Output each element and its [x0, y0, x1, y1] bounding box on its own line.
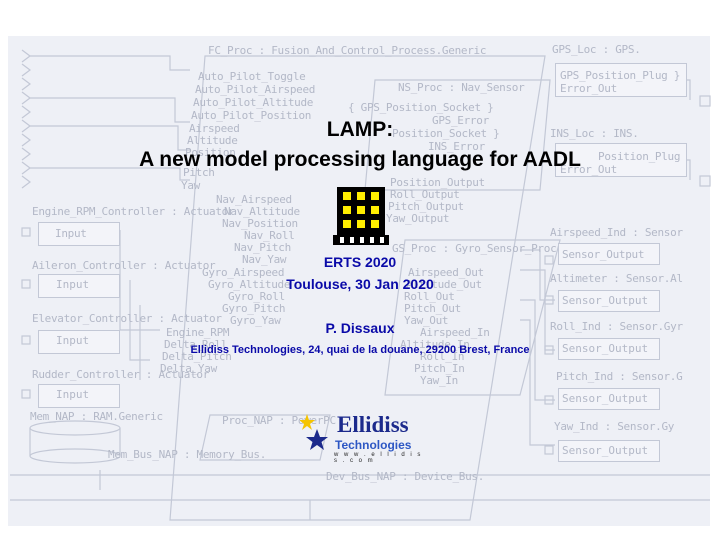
airspeed-sensor-box	[558, 243, 660, 265]
diagram-label: Nav_Yaw	[242, 253, 287, 266]
diagram-label: Nav_Roll	[244, 229, 295, 242]
diagram-label: Pitch_In	[414, 362, 465, 375]
diagram-label: Airspeed_In	[420, 326, 490, 339]
diagram-label: { GPS_Position_Socket }	[348, 101, 494, 114]
altimeter-sensor-box	[558, 290, 660, 312]
elevator-input-box	[38, 330, 120, 354]
diagram-label: Yaw_Out	[404, 314, 449, 327]
diagram-label: INS_Error	[428, 140, 485, 153]
diagram-label: Position_Socket }	[392, 127, 500, 140]
diagram-label: Dev_Bus_NAP : Device_Bus.	[326, 470, 485, 483]
diagram-label: Airspeed	[189, 122, 240, 135]
diagram-label: Yaw_Output	[386, 212, 450, 225]
diagram-label: Error_Out	[560, 163, 617, 176]
diagram-label: Input	[56, 388, 90, 401]
diagram-label: Pitch	[183, 166, 215, 179]
diagram-label: Delta_Pitch	[162, 350, 232, 363]
diagram-label: Sensor_Output	[562, 342, 649, 355]
diagram-label: Roll_In	[420, 350, 465, 363]
diagram-label: Roll_Output	[390, 188, 460, 201]
building-icon	[333, 187, 389, 245]
logo-name: Ellidiss	[337, 412, 409, 437]
diagram-label: Pitch_Ind : Sensor.G	[556, 370, 683, 383]
diagram-label: FC_Proc : Fusion_And_Control_Process.Gen…	[208, 44, 487, 57]
ellidiss-logo: Ellidiss Technologies w w w . e l l i d …	[300, 412, 430, 464]
diagram-label: Sensor_Output	[562, 294, 649, 307]
diagram-label: Airspeed_Out	[408, 266, 484, 279]
diagram-label: Pitch_Out	[404, 302, 461, 315]
event-name: ERTS 2020	[323, 254, 397, 270]
title-line-1: LAMP:	[326, 118, 394, 141]
diagram-label: NS_Proc : Nav_Sensor	[398, 81, 525, 94]
diagram-label: Sensor_Output	[562, 444, 649, 457]
diagram-label: Mem_NAP : RAM.Generic	[30, 410, 163, 423]
diagram-label: Airspeed_Ind : Sensor	[550, 226, 683, 239]
diagram-label: GS_Proc : Gyro_Sensor_Proc	[392, 242, 557, 255]
diagram-label: Roll_Out	[404, 290, 455, 303]
aileron-input-box	[38, 274, 120, 298]
diagram-label: Yaw	[181, 179, 200, 192]
gps-loc-box	[555, 63, 687, 97]
diagram-label: Yaw_In	[420, 374, 458, 387]
title-line-2: A new model processing language for AADL	[139, 148, 581, 171]
diagram-label: Auto_Pilot_Airspeed	[195, 83, 316, 96]
diagram-label: Input	[55, 227, 87, 240]
diagram-label: Yaw_Ind : Sensor.Gy	[554, 420, 675, 433]
diagram-label: Gyro_Airspeed	[202, 266, 285, 279]
event-location-date: Toulouse, 30 Jan 2020	[286, 276, 434, 292]
diagram-label: Error_Out	[560, 82, 617, 95]
diagram-label: Nav_Airspeed	[216, 193, 292, 206]
diagram-label: Input	[56, 278, 90, 291]
yaw-sensor-box	[558, 440, 660, 462]
diagram-label: Gyro_Yaw	[230, 314, 281, 327]
diagram-label: Mem_Bus_NAP : Memory_Bus.	[108, 448, 267, 461]
diagram-label: Nav_Pitch	[234, 241, 291, 254]
diagram-label: Rudder_Controller : Actuator	[32, 368, 210, 381]
diagram-label: Altimeter : Sensor.Al	[550, 272, 683, 285]
diagram-label: Altitude	[187, 134, 238, 147]
diagram-label: Nav_Position	[222, 217, 298, 230]
diagram-label: Aileron_Controller : Actuator	[32, 259, 216, 272]
diagram-label: Gyro_Roll	[228, 290, 285, 303]
diagram-label: Sensor_Output	[562, 392, 649, 405]
diagram-label: GPS_Error	[432, 114, 489, 127]
diagram-label: Auto_Pilot_Altitude	[193, 96, 314, 109]
author-name: P. Dissaux	[325, 320, 395, 336]
diagram-label: Engine_RPM_Controller : Actuator	[32, 205, 235, 218]
diagram-label: Gyro_Pitch	[222, 302, 286, 315]
logo-url: w w w . e l l i d i s s . c o m	[334, 452, 423, 464]
diagram-label: Elevator_Controller : Actuator	[32, 312, 222, 325]
diagram-label: Gyro_Altitude	[208, 278, 291, 291]
diagram-label: Sensor_Output	[562, 248, 645, 261]
diagram-label: GPS_Loc : GPS.	[552, 43, 641, 56]
logo-subtitle: Technologies	[335, 438, 412, 452]
diagram-label: Delta_Roll	[164, 338, 228, 351]
diagram-label: Position	[185, 146, 236, 159]
diagram-label: Position_Plug	[598, 150, 681, 163]
diagram-label: Auto_Pilot_Position	[191, 109, 312, 122]
roll-sensor-box	[558, 338, 660, 360]
diagram-label: Position_Output	[390, 176, 485, 189]
diagram-label: Nav_Altitude	[224, 205, 300, 218]
star-icon	[300, 414, 328, 450]
diagram-label: GPS_Position_Plug }	[560, 69, 681, 82]
engine-input-box	[38, 222, 120, 246]
diagram-label: Pitch_Output	[388, 200, 464, 213]
diagram-label: Engine_RPM	[166, 326, 230, 339]
author-affiliation: Ellidiss Technologies, 24, quai de la do…	[190, 344, 530, 356]
diagram-label: Input	[56, 334, 90, 347]
diagram-label: Delta_Yaw	[160, 362, 217, 375]
diagram-label: Roll_Ind : Sensor.Gyr	[550, 320, 683, 333]
ins-loc-box	[555, 143, 687, 177]
rudder-input-box	[38, 384, 120, 408]
diagram-label: Altitude_In	[400, 338, 470, 351]
diagram-label: INS_Loc : INS.	[550, 127, 639, 140]
pitch-sensor-box	[558, 388, 660, 410]
diagram-label: Altitude_Out	[406, 278, 482, 291]
diagram-label: Auto_Pilot_Toggle	[198, 70, 306, 83]
